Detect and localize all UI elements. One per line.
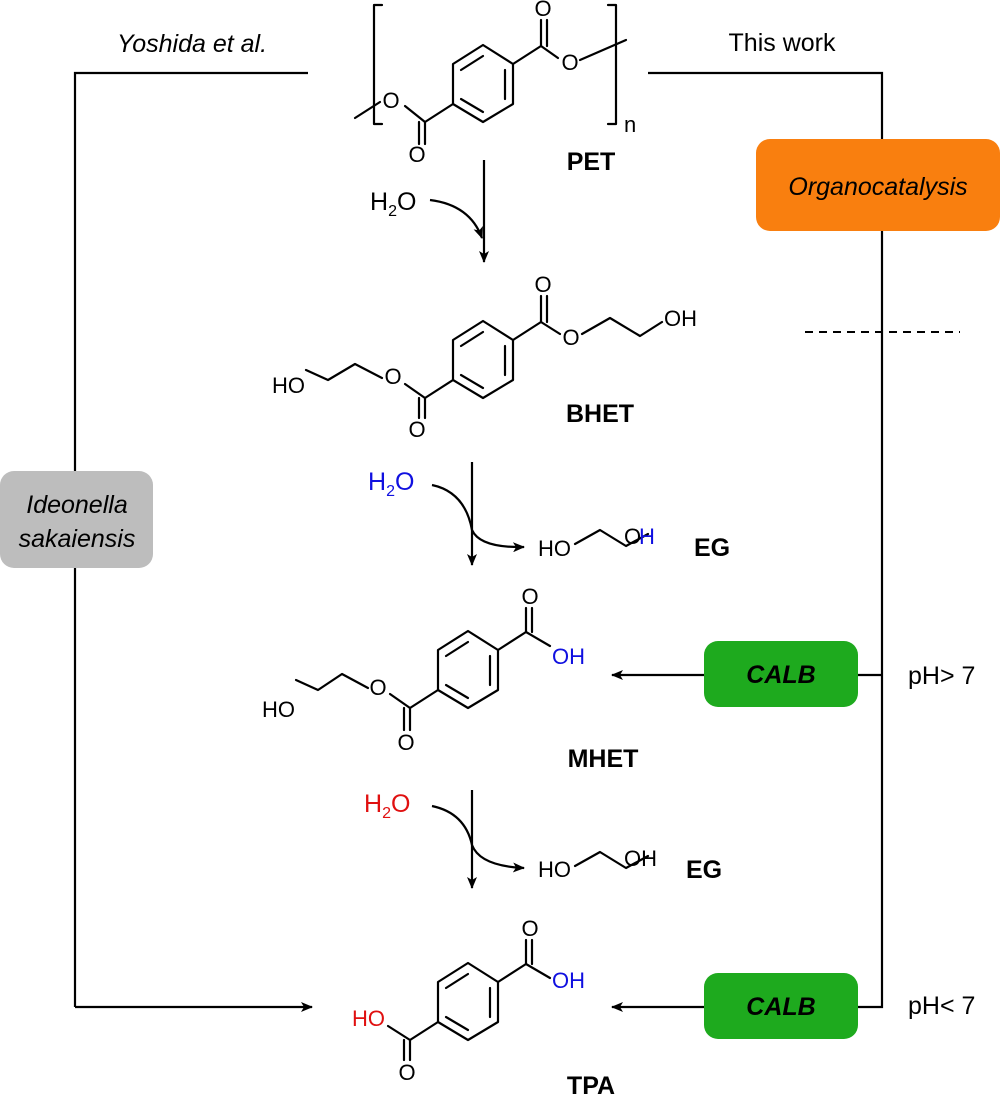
bhet-label: BHET: [566, 400, 634, 428]
ph-acidic-label: pH< 7: [908, 992, 975, 1020]
ideonella-label-2: sakaiensis: [19, 525, 136, 553]
svg-text:O: O: [534, 0, 551, 21]
calb-box-tpa: CALB: [704, 973, 858, 1039]
svg-text:O: O: [408, 417, 425, 442]
organocatalysis-label: Organocatalysis: [788, 173, 967, 201]
svg-text:O: O: [521, 584, 538, 609]
svg-text:O: O: [624, 524, 641, 549]
svg-text:O: O: [408, 142, 425, 167]
pet-label: PET: [567, 148, 616, 176]
water-3: H2O: [364, 790, 410, 822]
ideonella-box: Ideonella sakaiensis: [0, 471, 153, 568]
tpa-label: TPA: [567, 1072, 615, 1100]
svg-text:O: O: [534, 272, 551, 297]
right-route-line: [648, 71, 884, 1009]
eg-label-1: EG: [694, 534, 730, 562]
svg-text:OH: OH: [552, 968, 585, 993]
svg-text:O: O: [398, 1060, 415, 1085]
left-route-line: [73, 71, 313, 1012]
svg-text:HO: HO: [262, 697, 295, 722]
mhet-structure: O OH O O HO: [262, 584, 585, 755]
eg-structure-2: HO OH: [538, 846, 657, 882]
svg-text:O: O: [397, 730, 414, 755]
svg-text:OH: OH: [664, 306, 697, 331]
ideonella-label-1: Ideonella: [26, 491, 128, 519]
yoshida-label: Yoshida et al.: [117, 30, 267, 58]
water-curve-3: [431, 804, 525, 873]
bhet-structure: O O OH O O HO: [272, 272, 697, 442]
svg-text:O: O: [382, 88, 399, 113]
calb-label-2: CALB: [746, 993, 815, 1021]
svg-text:H: H: [639, 524, 655, 549]
organocatalysis-box: Organocatalysis: [756, 139, 1000, 231]
svg-text:HO: HO: [538, 857, 571, 882]
ph-basic-label: pH> 7: [908, 662, 975, 690]
svg-text:OH: OH: [552, 644, 585, 669]
eg-label-2: EG: [686, 856, 722, 884]
tpa-structure: O OH HO O: [352, 916, 585, 1085]
mhet-label: MHET: [568, 745, 639, 773]
svg-text:HO: HO: [538, 536, 571, 561]
svg-text:HO: HO: [272, 373, 305, 398]
water-curve-2: [431, 483, 525, 553]
calb-box-mhet: CALB: [704, 641, 858, 707]
svg-text:O: O: [384, 364, 401, 389]
water-2: H2O: [368, 468, 414, 500]
water-curve-1: [429, 198, 484, 239]
eg-structure-1: HO O H: [538, 524, 655, 561]
svg-text:OH: OH: [624, 846, 657, 871]
svg-text:O: O: [562, 325, 579, 350]
svg-text:O: O: [521, 916, 538, 941]
svg-text:n: n: [624, 112, 636, 137]
calb-label-1: CALB: [746, 661, 815, 689]
water-1: H2O: [370, 188, 416, 220]
this-work-label: This work: [729, 29, 836, 57]
svg-text:O: O: [369, 675, 386, 700]
svg-text:HO: HO: [352, 1006, 385, 1031]
svg-text:O: O: [561, 50, 578, 75]
pet-structure: O O O O n: [353, 0, 636, 167]
